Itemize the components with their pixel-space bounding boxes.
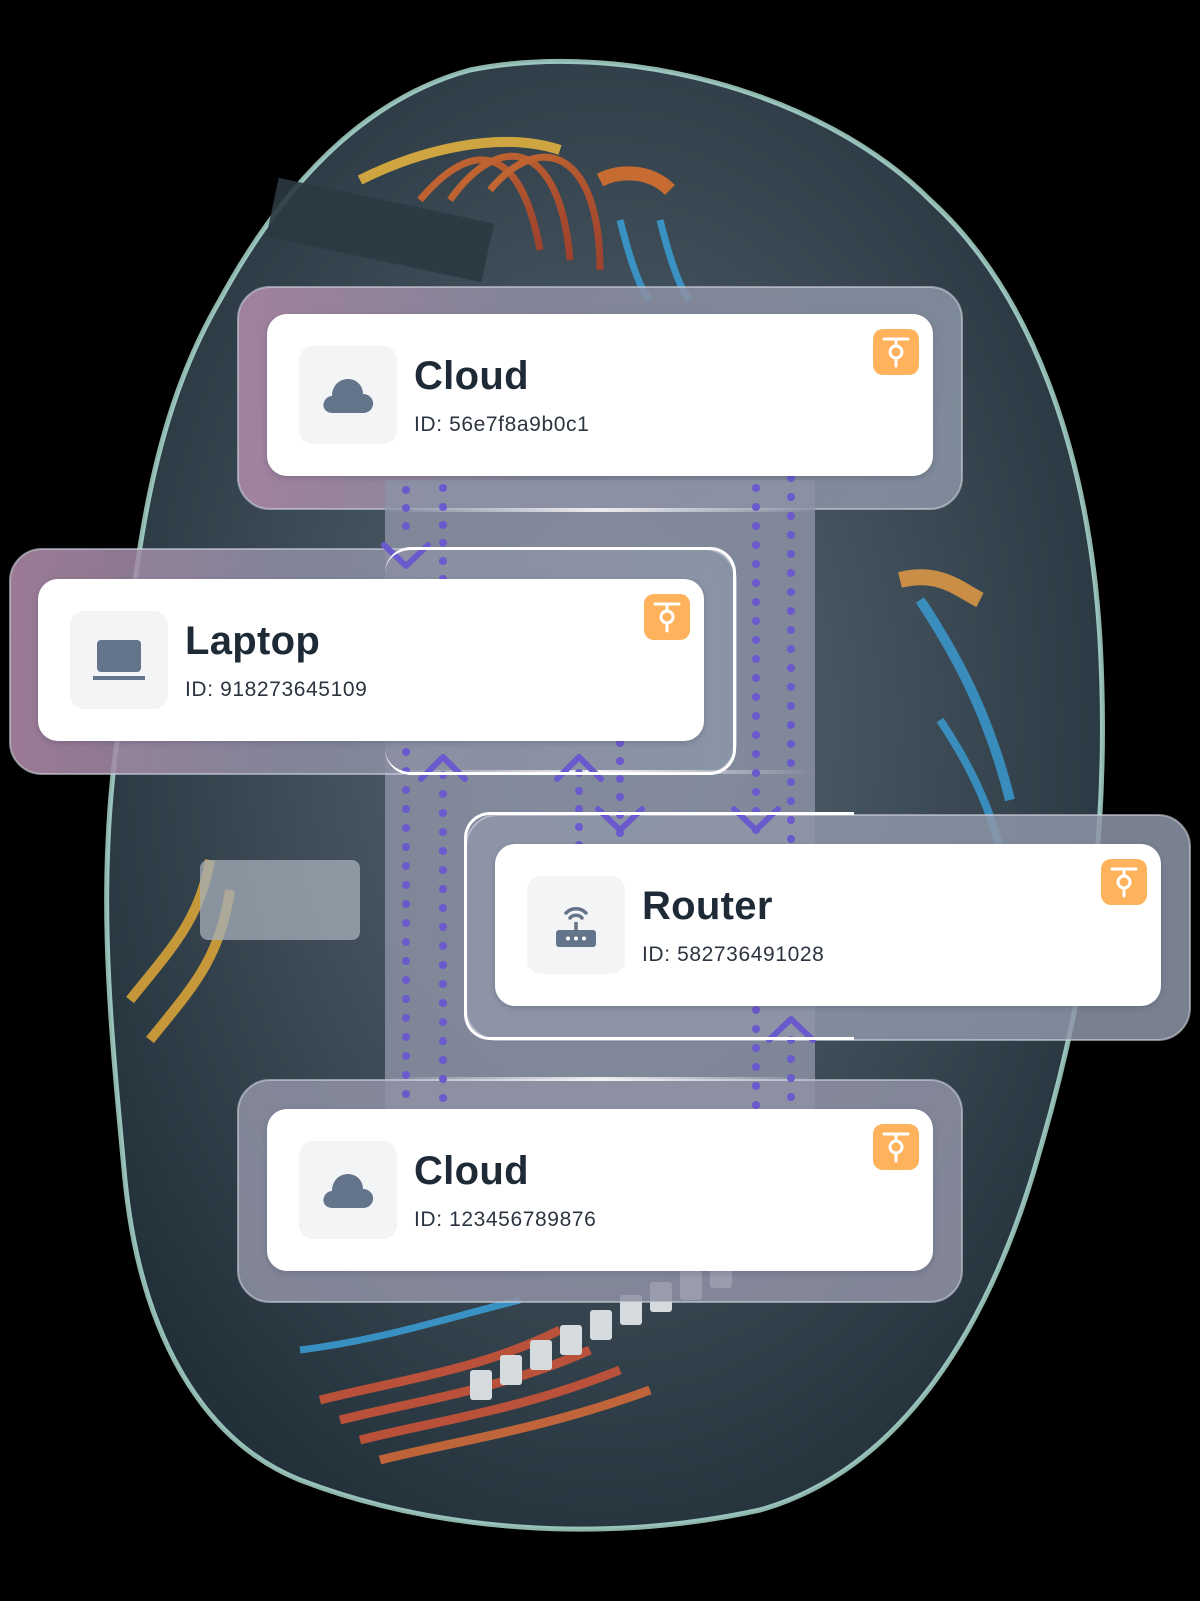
chevron-up-icon xyxy=(418,754,468,782)
node-card-router[interactable]: Router ID: 582736491028 xyxy=(495,844,1161,1006)
dotted-line-f xyxy=(787,474,795,1101)
dotted-line-b xyxy=(439,484,447,1102)
dotted-line-e xyxy=(752,484,760,1109)
connector-badge-button[interactable] xyxy=(873,329,919,375)
node-icon-tile xyxy=(299,1141,397,1239)
node-card-cloud-1[interactable]: Cloud ID: 56e7f8a9b0c1 xyxy=(267,314,933,476)
dotted-line-a xyxy=(402,486,410,1098)
router-icon xyxy=(556,907,596,947)
connector-node-icon xyxy=(882,1132,910,1163)
chevron-down-icon xyxy=(381,542,431,569)
node-title: Router xyxy=(642,884,773,928)
node-icon-tile xyxy=(299,346,397,444)
node-title: Cloud xyxy=(414,354,529,398)
connector-node-icon xyxy=(1110,867,1138,898)
chevron-up-icon xyxy=(554,754,604,782)
node-id: ID: 56e7f8a9b0c1 xyxy=(414,413,590,436)
node-id: ID: 582736491028 xyxy=(642,943,825,966)
chevron-down-icon xyxy=(731,806,781,833)
connector-node-icon xyxy=(653,602,681,633)
node-icon-tile xyxy=(70,611,168,709)
chevron-up-icon xyxy=(766,1016,816,1043)
connector-badge-button[interactable] xyxy=(873,1124,919,1170)
connector-node-icon xyxy=(882,337,910,368)
connector-badge-button[interactable] xyxy=(644,594,690,640)
node-id: ID: 918273645109 xyxy=(185,678,368,701)
cloud-icon xyxy=(323,379,374,413)
cloud-icon xyxy=(323,1174,374,1208)
node-title: Laptop xyxy=(185,619,321,663)
node-id: ID: 123456789876 xyxy=(414,1208,597,1231)
dotted-line-d xyxy=(616,739,624,837)
node-title: Cloud xyxy=(414,1149,529,1193)
laptop-icon xyxy=(93,640,145,680)
node-icon-tile xyxy=(527,876,625,974)
chevron-down-icon xyxy=(595,806,645,833)
connector-badge-button[interactable] xyxy=(1101,859,1147,905)
node-card-laptop[interactable]: Laptop ID: 918273645109 xyxy=(38,579,704,741)
node-card-cloud-2[interactable]: Cloud ID: 123456789876 xyxy=(267,1109,933,1271)
dotted-line-c xyxy=(575,769,583,849)
